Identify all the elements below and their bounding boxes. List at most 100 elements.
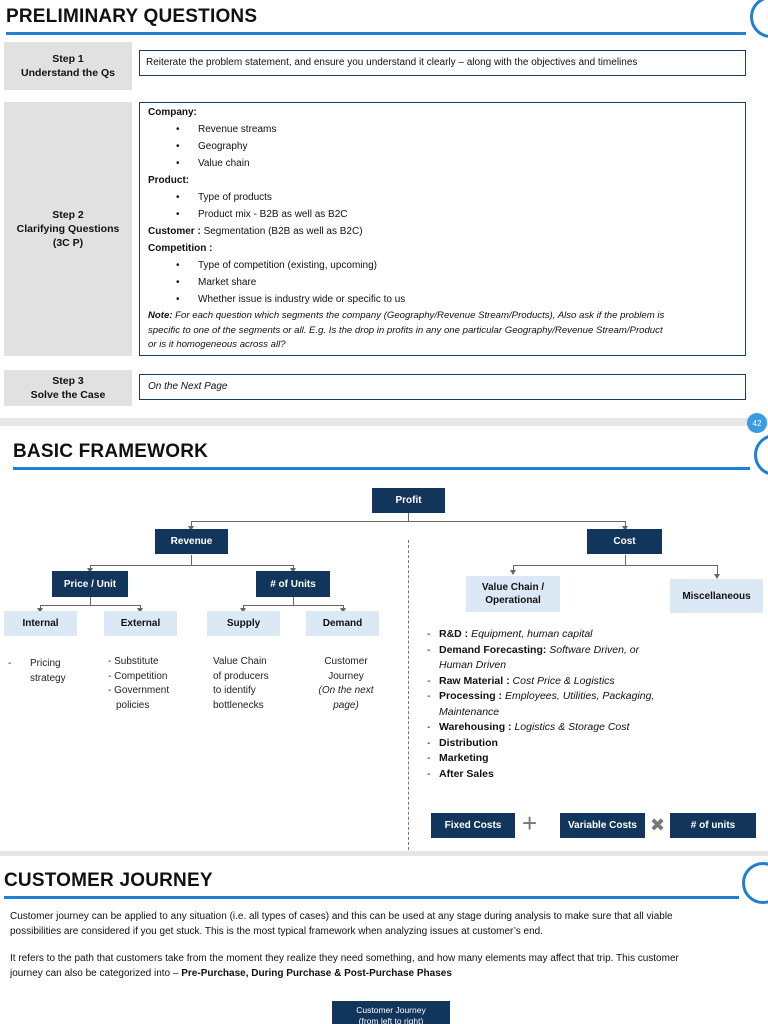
journey-p1-line: Customer journey can be applied to any s… — [10, 911, 673, 922]
cost-item-text: Maintenance — [439, 705, 500, 718]
divider-dashed — [408, 540, 409, 850]
corner-logo-circle — [742, 862, 768, 904]
customer-journey-box: Customer Journey (from left to right) — [332, 1001, 450, 1024]
cost-item-text: Logistics & Storage Cost — [511, 721, 630, 733]
connector — [513, 565, 717, 566]
connector — [191, 555, 192, 565]
connector — [513, 565, 514, 571]
step1-label-box: Step 1 Understand the Qs — [4, 42, 132, 90]
arrow — [37, 608, 43, 613]
connector — [293, 597, 294, 605]
internal-box: Internal — [4, 611, 77, 636]
supply-leaf-line: Value Chain — [213, 656, 267, 667]
cost-item: Human Driven — [427, 658, 727, 674]
cost-item: Maintenance — [427, 705, 727, 721]
step1-content: Reiterate the problem statement, and ens… — [146, 57, 638, 68]
step3-sub: Solve the Case — [30, 389, 106, 401]
value-chain-label-1: Value Chain / — [481, 582, 545, 593]
demand-leaf: Customer Journey (On the next page) — [306, 655, 386, 713]
price-unit-box: Price / Unit — [52, 571, 128, 597]
customer-journey-box-sublabel: (from left to right) — [358, 1015, 424, 1024]
cost-item-head: Demand Forecasting: — [439, 643, 547, 656]
step2-label: Step 2 — [52, 209, 84, 221]
cost-item: Raw Material : Cost Price & Logistics — [427, 674, 727, 690]
note-line-3: or is it homogeneous across all? — [148, 339, 286, 350]
journey-title: CUSTOMER JOURNEY — [4, 870, 213, 891]
supply-box: Supply — [207, 611, 280, 636]
arrow — [340, 608, 346, 613]
company-item: Geography — [176, 141, 248, 152]
connector — [90, 597, 91, 605]
page-separator — [0, 851, 768, 856]
cost-item: Warehousing : Logistics & Storage Cost — [427, 720, 727, 736]
competition-item: Whether issue is industry wide or specif… — [176, 294, 405, 305]
prelim-title: PRELIMINARY QUESTIONS — [6, 6, 258, 27]
prelim-title-rule — [6, 32, 746, 35]
external-leaf: - Substitute - Competition - Government … — [108, 655, 169, 713]
external-leaf-line: Substitute — [114, 656, 159, 667]
competition-item: Type of competition (existing, upcoming) — [176, 260, 377, 271]
supply-leaf-line: bottlenecks — [213, 699, 264, 711]
cost-item-head: Distribution — [439, 736, 498, 749]
internal-leaf-line: Pricing — [30, 658, 61, 669]
framework-title: BASIC FRAMEWORK — [13, 441, 209, 462]
profit-box: Profit — [372, 488, 445, 513]
journey-paragraph-2: It refers to the path that customers tak… — [10, 951, 768, 981]
external-leaf-line: Competition — [114, 670, 168, 682]
company-item: Revenue streams — [176, 124, 276, 135]
external-leaf-line: Government — [114, 685, 170, 696]
product-item: Type of products — [176, 192, 272, 203]
arrow — [622, 526, 628, 531]
fixed-costs-box: Fixed Costs — [431, 813, 515, 838]
internal-leaf-line: strategy — [30, 672, 66, 684]
demand-leaf-line: (On the next — [318, 685, 374, 696]
connector — [408, 513, 409, 521]
customer-line: Customer : Segmentation (B2B as well as … — [148, 226, 363, 237]
step3-content: On the Next Page — [148, 381, 228, 392]
supply-leaf-line: of producers — [213, 670, 269, 682]
product-heading: Product: — [148, 175, 190, 186]
cost-item-head: Marketing — [439, 752, 489, 764]
plus-icon: + — [522, 808, 538, 838]
connector — [243, 605, 244, 610]
cost-item: Demand Forecasting: Software Driven, or — [427, 643, 727, 659]
step1-sub: Understand the Qs — [21, 67, 115, 79]
cost-item-text: Software Driven, or — [546, 643, 640, 656]
variable-costs-box: Variable Costs — [560, 813, 645, 838]
note-line-2: specific to one of the segments or all. … — [148, 324, 663, 336]
cost-item-head: R&D : — [439, 628, 469, 640]
customer-journey-box-label: Customer Journey — [356, 1005, 426, 1015]
connector — [243, 605, 343, 606]
connector — [293, 565, 294, 569]
num-units-box: # of Units — [256, 571, 330, 597]
page-separator — [0, 418, 768, 426]
external-leaf-line: policies — [116, 699, 150, 711]
revenue-box: Revenue — [155, 529, 228, 554]
cost-item-head: Processing : — [439, 690, 503, 702]
demand-leaf-line: Customer — [324, 656, 368, 667]
connector — [625, 521, 626, 528]
journey-p2-line: journey can also be categorized into – — [10, 968, 182, 979]
connector — [625, 555, 626, 565]
cost-items-list: R&D : Equipment, human capitalDemand For… — [427, 627, 727, 782]
cost-item-head: Warehousing : — [439, 721, 512, 733]
arrow — [137, 608, 143, 613]
cost-item: Distribution — [427, 736, 727, 752]
corner-logo-circle — [750, 0, 768, 38]
arrow — [714, 574, 720, 579]
connector — [191, 521, 192, 528]
num-units-cost-box: # of units — [670, 813, 756, 838]
demand-leaf-line: page) — [333, 699, 359, 711]
external-box: External — [104, 611, 177, 636]
cost-item-text: Human Driven — [439, 659, 507, 671]
value-chain-label-2: Operational — [485, 595, 541, 606]
arrow — [510, 570, 516, 575]
connector — [191, 521, 625, 522]
note-heading: Note: — [148, 310, 173, 321]
customer-text: Segmentation (B2B as well as B2C) — [200, 226, 363, 237]
arrow — [188, 526, 194, 531]
page-number-badge: 42 — [747, 413, 767, 433]
corner-logo-circle — [754, 434, 768, 476]
step1-label: Step 1 — [52, 53, 84, 65]
step1-content-box: Reiterate the problem statement, and ens… — [139, 50, 746, 76]
